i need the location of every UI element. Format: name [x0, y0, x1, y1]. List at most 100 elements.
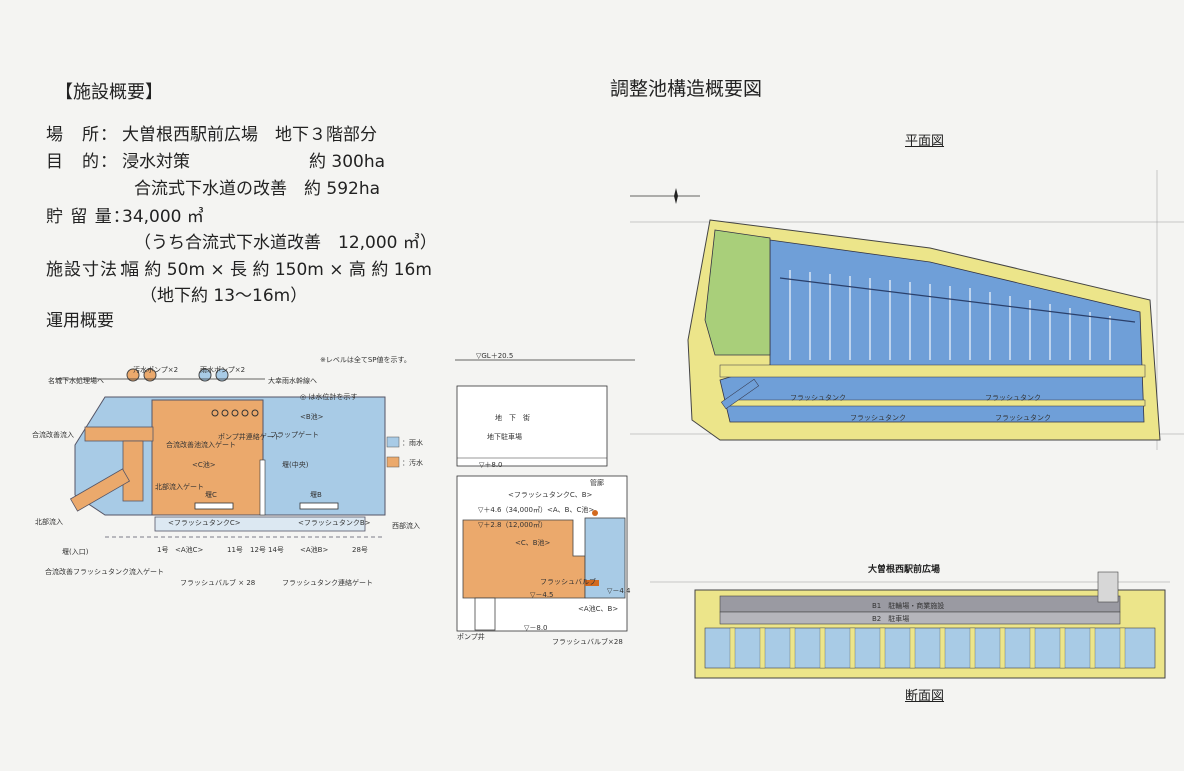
level-m80-label: ▽－8.0: [524, 624, 548, 632]
num-14-label: 14号: [268, 546, 284, 554]
level-28-label: ▽＋2.8（12,000㎥）: [478, 521, 548, 529]
plan-flush-tank-label: フラッシュタンク: [985, 394, 1041, 402]
section-shaft: [1097, 571, 1119, 603]
level-m45-label: ▽－4.5: [530, 591, 554, 599]
weir-c-label: 堰C: [205, 491, 217, 499]
weir-c-icon: [194, 502, 234, 510]
legend-rain-swatch: [386, 436, 400, 448]
underground-mall-label: 地 下 街: [495, 414, 530, 422]
flush-valve-icon: [585, 580, 599, 586]
plan-view: [630, 170, 1184, 450]
legend-rain-label: ：雨水: [402, 439, 423, 447]
gauge-icon: [231, 409, 239, 417]
overview-row-purpose: 目 的：浸水対策 約 300ha: [46, 147, 385, 172]
weir-mid-icon: [259, 459, 266, 516]
flush-tank-b-label: <フラッシュタンクB>: [298, 519, 371, 527]
legend-sewage-label: ：汚水: [402, 459, 423, 467]
weir-mid-label: 堰(中央): [282, 461, 309, 469]
north-gate-label: 北部流入ゲート: [155, 483, 204, 491]
pond-acb-label: <A池C、B>: [578, 605, 619, 613]
operation-heading: 運用概要: [46, 311, 114, 331]
plan-inlet-pipe: [720, 378, 760, 410]
overview-row-location: 場 所：大曽根西駅前広場 地下３階部分: [46, 120, 377, 145]
row-key: 施設寸法：: [46, 260, 136, 280]
row-value: 浸水対策 約 300ha: [122, 152, 386, 172]
flush-valve-mid-label: フラッシュバルブ: [540, 578, 596, 586]
plan-partition: [719, 364, 1146, 378]
pond-c-label: <C池>: [192, 461, 216, 469]
north-inflow-channel: [122, 440, 144, 502]
rain-pump-icon: [198, 368, 212, 382]
flush-cb-label: <フラッシュタンクC、B>: [508, 491, 593, 499]
gauge-note: ◎ は水位計を示す: [300, 393, 358, 401]
flush-gate-label: 合流改善フラッシュタンク流入ゲート: [45, 568, 164, 576]
pump-well-gate-label: ポンプ井連絡ゲート: [218, 433, 281, 441]
row-key: 貯 留 量：: [46, 207, 131, 227]
pump-well-box: [474, 597, 496, 631]
flush-tank-c-label: <フラッシュタンクC>: [168, 519, 241, 527]
plan-storage-area: [719, 239, 1145, 423]
num-11-label: 11号: [227, 546, 243, 554]
overview-heading: 【施設概要】: [55, 82, 163, 103]
flush-valve-label: フラッシュバルブ × 28: [180, 579, 256, 587]
gauge-icon: [241, 409, 249, 417]
flush-tank-strip: [154, 516, 366, 532]
pond-a-b-label: <A池B>: [300, 546, 329, 554]
weir-b-icon: [299, 502, 339, 510]
north-inflow-pipe: [69, 468, 131, 512]
structure-title: 調整池構造概要図: [610, 78, 763, 100]
row-key: 目 的：: [46, 152, 118, 172]
rain-pump-label: 雨水ポンプ×2: [200, 366, 246, 374]
gauge-icon: [221, 409, 229, 417]
section-pillars: [729, 627, 1126, 669]
cross-section-view: [650, 571, 1170, 679]
row-key: 場 所：: [46, 125, 118, 145]
overview-row-purpose-2: 合流式下水道の改善 約 592ha: [134, 179, 381, 199]
row-value: 幅 約 50m × 長 約 150m × 高 約 16m: [122, 260, 432, 280]
plan-flush-tank-label: フラッシュタンク: [850, 414, 906, 422]
north-inflow-label: 北部流入: [35, 518, 63, 526]
flush-link-gate-label: フラッシュタンク連絡ゲート: [282, 579, 373, 587]
level-note: ※レベルは全てSP値を示す。: [320, 356, 411, 364]
combined-gate-label: 合流改善池流入ゲート: [166, 441, 236, 449]
west-inflow-label: 西部流入: [392, 522, 420, 530]
level-8-label: ▽＋8.0: [479, 461, 503, 469]
section-label: 断面図: [905, 689, 945, 704]
pump-well-label: ポンプ井: [457, 633, 485, 641]
num-12-label: 12号: [250, 546, 266, 554]
section-diagram: [455, 359, 635, 632]
gauge-icon: [251, 409, 259, 417]
section-b2-floor: [719, 611, 1121, 625]
to-trunk-label: 大幸雨水幹線へ: [268, 377, 317, 385]
underground-parking-label: 地下駐車場: [487, 433, 522, 441]
plan-flush-tank-label: フラッシュタンク: [995, 414, 1051, 422]
pond-cb-label: <C、B池>: [515, 539, 551, 547]
plan-label: 平面図: [905, 134, 945, 149]
plan-flush-tank-label: フラッシュタンク: [790, 394, 846, 402]
level-m44-label: ▽－4.4: [607, 587, 631, 595]
flush-valve-28-label: フラッシュバルブ×28: [552, 638, 623, 646]
section-b2-label: B2 駐車場: [872, 615, 910, 623]
sewage-pump-icon: [143, 368, 157, 382]
rain-pump-icon: [215, 368, 229, 382]
to-treatment-label: 名城下水処理場へ: [48, 377, 104, 385]
underground-mall-box: [456, 385, 608, 467]
section-b1-label: B1 駐輪場・商業施設: [872, 602, 945, 610]
legend-sewage-swatch: [386, 456, 400, 468]
combined-inflow-label: 合流改善流入: [32, 431, 74, 439]
num-28-label: 28号: [352, 546, 368, 554]
overview-row-size-2: （地下約 13〜16m）: [140, 286, 308, 306]
sewage-pump-label: 汚水ポンプ×2: [133, 366, 179, 374]
shaft-label: 管廊: [590, 479, 604, 487]
overview-row-size: 施設寸法：幅 約 50m × 長 約 150m × 高 約 16m: [46, 255, 432, 280]
overview-row-volume: 貯 留 量：34,000 ㎥: [46, 202, 204, 227]
operation-diagram: [55, 368, 400, 538]
level-46-label: ▽＋4.6（34,000㎥）<A、B、C池>: [478, 506, 595, 514]
section-storage: [704, 627, 1156, 669]
gauge-icon: [592, 510, 598, 516]
gauge-icon: [211, 409, 219, 417]
row-value: 34,000 ㎥: [122, 207, 204, 227]
weir-b-label: 堰B: [310, 491, 322, 499]
num-1-label: 1号: [157, 546, 169, 554]
gl-label: ▽GL＋20.5: [476, 352, 514, 360]
